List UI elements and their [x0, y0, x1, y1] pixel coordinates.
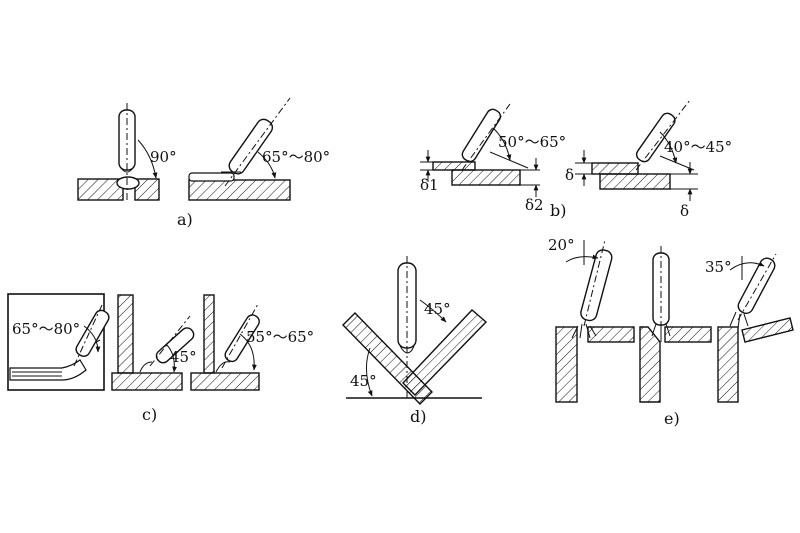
thickness-label-b2: δ2: [525, 196, 544, 214]
panel-c-frame: [7, 293, 105, 391]
panel-b-thin-plate-joint: δ1 δ2 50°～65°: [420, 103, 566, 214]
thickness-label-b4: δ: [680, 202, 689, 220]
electrode-tilted-a: [228, 118, 274, 175]
caption-a: a): [177, 210, 193, 229]
angle-label-c-right: 55°～65°: [246, 328, 314, 346]
electrode-e-left: [580, 249, 613, 322]
panel-e-middle-joint: e): [639, 246, 712, 428]
panel-a-vertical-joint: 90°: [77, 103, 177, 201]
electrode-b-left: [461, 108, 502, 163]
caption-e: e): [664, 409, 680, 428]
thickness-label-b1: δ1: [420, 176, 439, 194]
panel-c-boxed-joint: 65°～80°: [7, 293, 110, 391]
caption-c: c): [142, 405, 157, 424]
angle-label-b-left: 50°～65°: [498, 133, 566, 151]
panel-e: 20° e) 35°: [548, 236, 794, 428]
angle-label-c-boxed: 65°～80°: [12, 320, 80, 338]
electrode-c-boxed: [75, 309, 110, 358]
caption-d: d): [410, 407, 426, 426]
panel-c-middle-joint: 45°: [111, 294, 197, 391]
weld-bead-a: [188, 172, 235, 182]
angle-label-e-right: 35°: [705, 258, 732, 276]
panel-b-thick-plate-joint: δ δ 40°～45°: [565, 99, 732, 220]
panel-a: 90° 65°～80° a): [77, 97, 330, 229]
caption-b: b): [550, 201, 566, 220]
panel-b: δ1 δ2 50°～65° δ δ 40: [420, 99, 732, 220]
angle-label-d-bottom: 45°: [350, 372, 377, 390]
angle-label-e-left: 20°: [548, 236, 575, 254]
panel-c-right-joint: 55°～65°: [190, 294, 314, 391]
panel-c: 65°～80° 45° 55°～65° c): [7, 293, 314, 424]
angle-label-a-vertical: 90°: [150, 148, 177, 166]
plate-d-right: [402, 309, 488, 396]
panel-e-right-joint: 35°: [705, 253, 794, 403]
angle-label-d-top: 45°: [424, 300, 451, 318]
angle-label-b-right: 40°～45°: [664, 138, 732, 156]
panel-a-tilted-joint: 65°～80°: [188, 97, 330, 201]
panel-e-left-joint: 20°: [548, 236, 635, 403]
angle-label-a-tilted: 65°～80°: [262, 148, 330, 166]
electrode-b-right: [635, 112, 676, 163]
weld-bead-c: [9, 359, 87, 381]
panel-d: 45° 45° d): [342, 256, 488, 426]
angle-label-c-middle: 45°: [170, 348, 197, 366]
thickness-label-b3: δ: [565, 166, 574, 184]
